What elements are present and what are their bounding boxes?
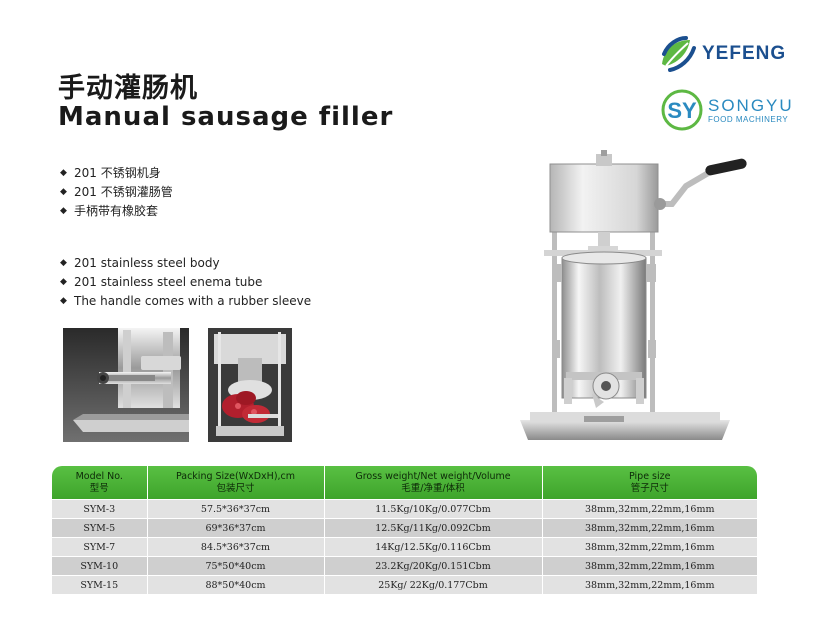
cell-model: SYM-15 xyxy=(52,575,148,594)
title-chinese: 手动灌肠机 xyxy=(58,73,198,104)
cell-weight: 12.5Kg/11Kg/0.092Cbm xyxy=(324,518,543,538)
table-row: SYM-15 88*50*40cm 25Kg/ 22Kg/0.177Cbm 38… xyxy=(52,575,757,594)
svg-text:SY: SY xyxy=(667,98,697,123)
yefeng-wordmark: YEFENG xyxy=(702,43,787,64)
cell-model: SYM-7 xyxy=(52,537,148,557)
cell-packing: 84.5*36*37cm xyxy=(147,537,325,557)
cell-pipe: 38mm,32mm,22mm,16mm xyxy=(542,518,757,538)
header-model: Model No.型号 xyxy=(52,466,148,500)
diamond-bullet-icon: ◆ xyxy=(60,258,67,268)
sausage-filler-product-image xyxy=(520,150,747,440)
feature-item: ◆201 不锈钢机身 xyxy=(60,164,173,183)
feature-item: ◆手柄带有橡胶套 xyxy=(60,202,173,221)
cell-weight: 23.2Kg/20Kg/0.151Cbm xyxy=(324,556,543,576)
songyu-logo: SY SONGYU FOOD MACHINERY xyxy=(660,88,794,132)
cell-model: SYM-10 xyxy=(52,556,148,576)
table-row: SYM-3 57.5*36*37cm 11.5Kg/10Kg/0.077Cbm … xyxy=(52,499,757,519)
feature-item: ◆201 不锈钢灌肠管 xyxy=(60,183,173,202)
yefeng-leaf-icon xyxy=(662,36,696,72)
cell-model: SYM-5 xyxy=(52,518,148,538)
cell-pipe: 38mm,32mm,22mm,16mm xyxy=(542,575,757,594)
cell-packing: 69*36*37cm xyxy=(147,518,325,538)
title-english: Manual sausage filler xyxy=(58,102,394,132)
diamond-bullet-icon: ◆ xyxy=(60,187,67,197)
diamond-bullet-icon: ◆ xyxy=(60,168,67,178)
songyu-wordmark: SONGYU xyxy=(708,95,794,115)
cell-pipe: 38mm,32mm,22mm,16mm xyxy=(542,556,757,576)
table-row: SYM-7 84.5*36*37cm 14Kg/12.5Kg/0.116Cbm … xyxy=(52,537,757,557)
cell-pipe: 38mm,32mm,22mm,16mm xyxy=(542,499,757,519)
cell-packing: 75*50*40cm xyxy=(147,556,325,576)
diamond-bullet-icon: ◆ xyxy=(60,206,67,216)
feature-item: ◆201 stainless steel enema tube xyxy=(60,273,311,292)
yefeng-logo: YEFENG xyxy=(658,34,786,74)
cell-pipe: 38mm,32mm,22mm,16mm xyxy=(542,537,757,557)
feature-list-english: ◆201 stainless steel body ◆201 stainless… xyxy=(60,254,311,311)
table-row: SYM-5 69*36*37cm 12.5Kg/11Kg/0.092Cbm 38… xyxy=(52,518,757,538)
diamond-bullet-icon: ◆ xyxy=(60,296,67,306)
songyu-sy-icon: SY xyxy=(661,89,703,131)
sausage-filling-photo xyxy=(208,328,292,442)
cell-packing: 88*50*40cm xyxy=(147,575,325,594)
feature-item: ◆The handle comes with a rubber sleeve xyxy=(60,292,311,311)
cell-weight: 25Kg/ 22Kg/0.177Cbm xyxy=(324,575,543,594)
cell-weight: 11.5Kg/10Kg/0.077Cbm xyxy=(324,499,543,519)
cell-weight: 14Kg/12.5Kg/0.116Cbm xyxy=(324,537,543,557)
table-row: SYM-10 75*50*40cm 23.2Kg/20Kg/0.151Cbm 3… xyxy=(52,556,757,576)
cell-model: SYM-3 xyxy=(52,499,148,519)
feature-item: ◆201 stainless steel body xyxy=(60,254,311,273)
feature-list-chinese: ◆201 不锈钢机身 ◆201 不锈钢灌肠管 ◆手柄带有橡胶套 xyxy=(60,164,173,221)
cell-packing: 57.5*36*37cm xyxy=(147,499,325,519)
diamond-bullet-icon: ◆ xyxy=(60,277,67,287)
nozzle-detail-photo xyxy=(63,328,189,442)
songyu-tagline: FOOD MACHINERY xyxy=(708,114,789,124)
